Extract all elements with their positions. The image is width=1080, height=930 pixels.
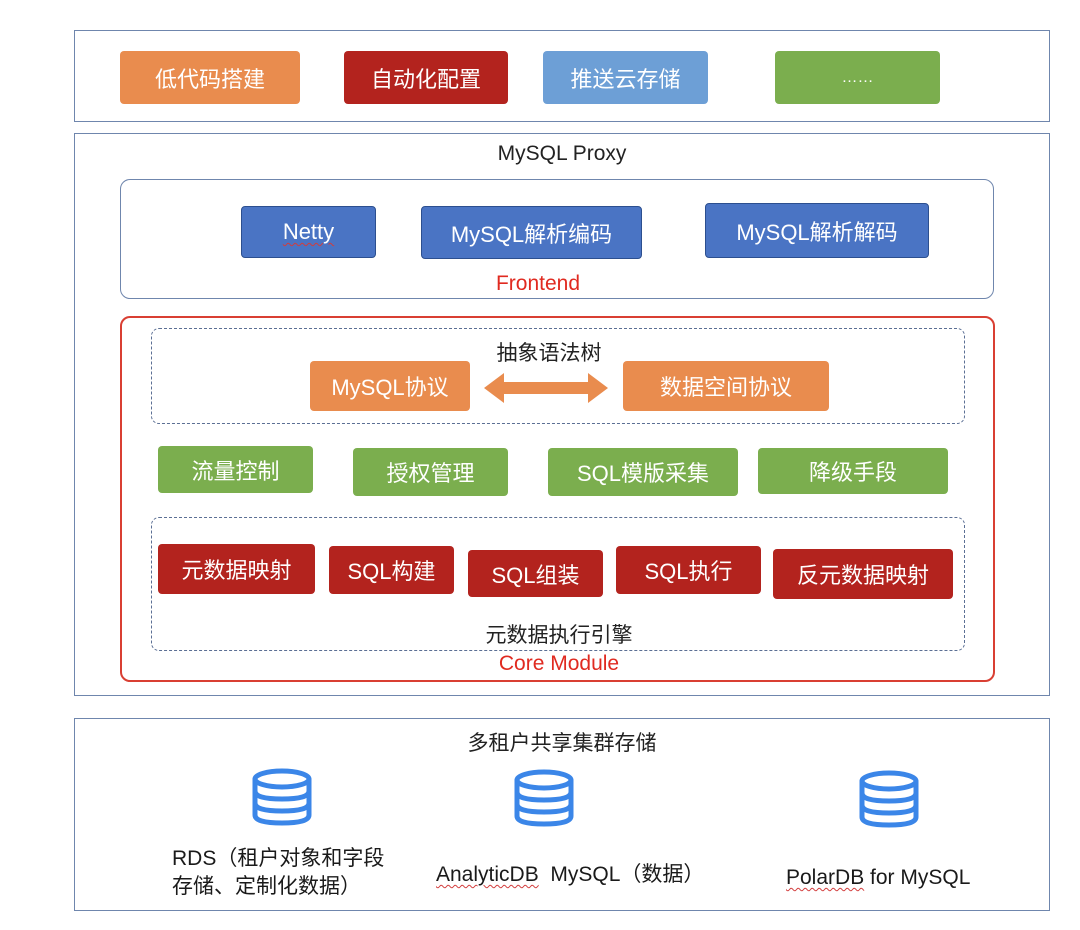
mysql-decode-box: MySQL解析解码: [705, 203, 929, 258]
analyticdb-suffix: MySQL（数据）: [538, 863, 705, 886]
rds-label-line1: RDS（租户对象和字段: [172, 847, 385, 870]
polardb-label: PolarDB for MySQL: [786, 864, 970, 892]
storage-title: 多租户共享集群存储: [467, 732, 657, 755]
database-icon: [514, 769, 574, 827]
core-module-frame: [120, 316, 995, 682]
netty-box: Netty: [241, 206, 376, 258]
push-cloud-box: 推送云存储: [543, 51, 708, 104]
sql-template-box: SQL模版采集: [548, 448, 738, 496]
mysql-protocol-box: MySQL协议: [310, 361, 470, 411]
ast-frame: [151, 328, 965, 424]
database-icon: [859, 770, 919, 828]
database-icon: [252, 768, 312, 826]
engine-frame: [151, 517, 965, 651]
degrade-box: 降级手段: [758, 448, 948, 494]
frontend-frame: [120, 179, 994, 299]
lowcode-box: 低代码搭建: [120, 51, 300, 104]
sql-exec-box: SQL执行: [616, 546, 761, 594]
ellipsis-box: ……: [775, 51, 940, 104]
auth-manage-box: 授权管理: [353, 448, 508, 496]
analyticdb-label: AnalyticDB MySQL（数据）: [436, 861, 704, 889]
frontend-label: Frontend: [495, 272, 581, 295]
rds-label-line2: 存储、定制化数据）: [172, 875, 361, 898]
metadata-map-box: 元数据映射: [158, 544, 315, 594]
data-space-protocol-box: 数据空间协议: [623, 361, 829, 411]
mysql-encode-box: MySQL解析编码: [421, 206, 642, 259]
sql-assemble-box: SQL组装: [468, 550, 603, 597]
reverse-metadata-map-box: 反元数据映射: [773, 549, 953, 599]
ast-title: 抽象语法树: [496, 342, 602, 365]
sql-build-box: SQL构建: [329, 546, 454, 594]
flow-control-box: 流量控制: [158, 446, 313, 493]
proxy-title: MySQL Proxy: [497, 142, 627, 165]
netty-label: Netty: [282, 219, 335, 244]
analyticdb-name: AnalyticDB: [436, 863, 539, 886]
rds-label: RDS（租户对象和字段 存储、定制化数据）: [172, 845, 384, 901]
polardb-suffix: for MySQL: [864, 866, 971, 889]
double-arrow-icon: [484, 373, 608, 403]
core-module-label: Core Module: [498, 652, 620, 675]
polardb-name: PolarDB: [786, 866, 865, 889]
auto-config-box: 自动化配置: [344, 51, 508, 104]
engine-title: 元数据执行引擎: [485, 624, 633, 647]
